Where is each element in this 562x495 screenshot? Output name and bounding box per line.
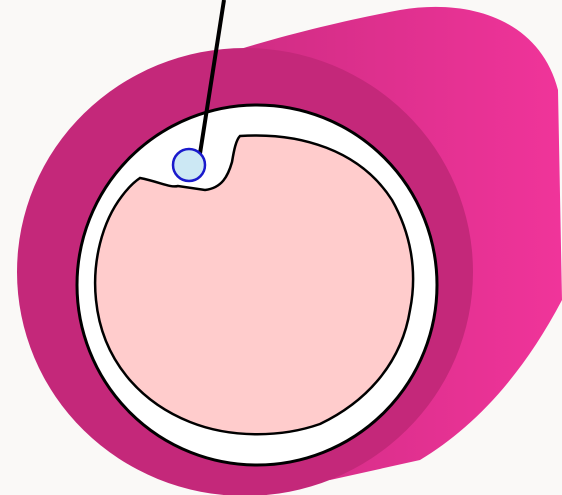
inner-mass bbox=[95, 135, 413, 434]
marker-circle bbox=[173, 149, 205, 181]
